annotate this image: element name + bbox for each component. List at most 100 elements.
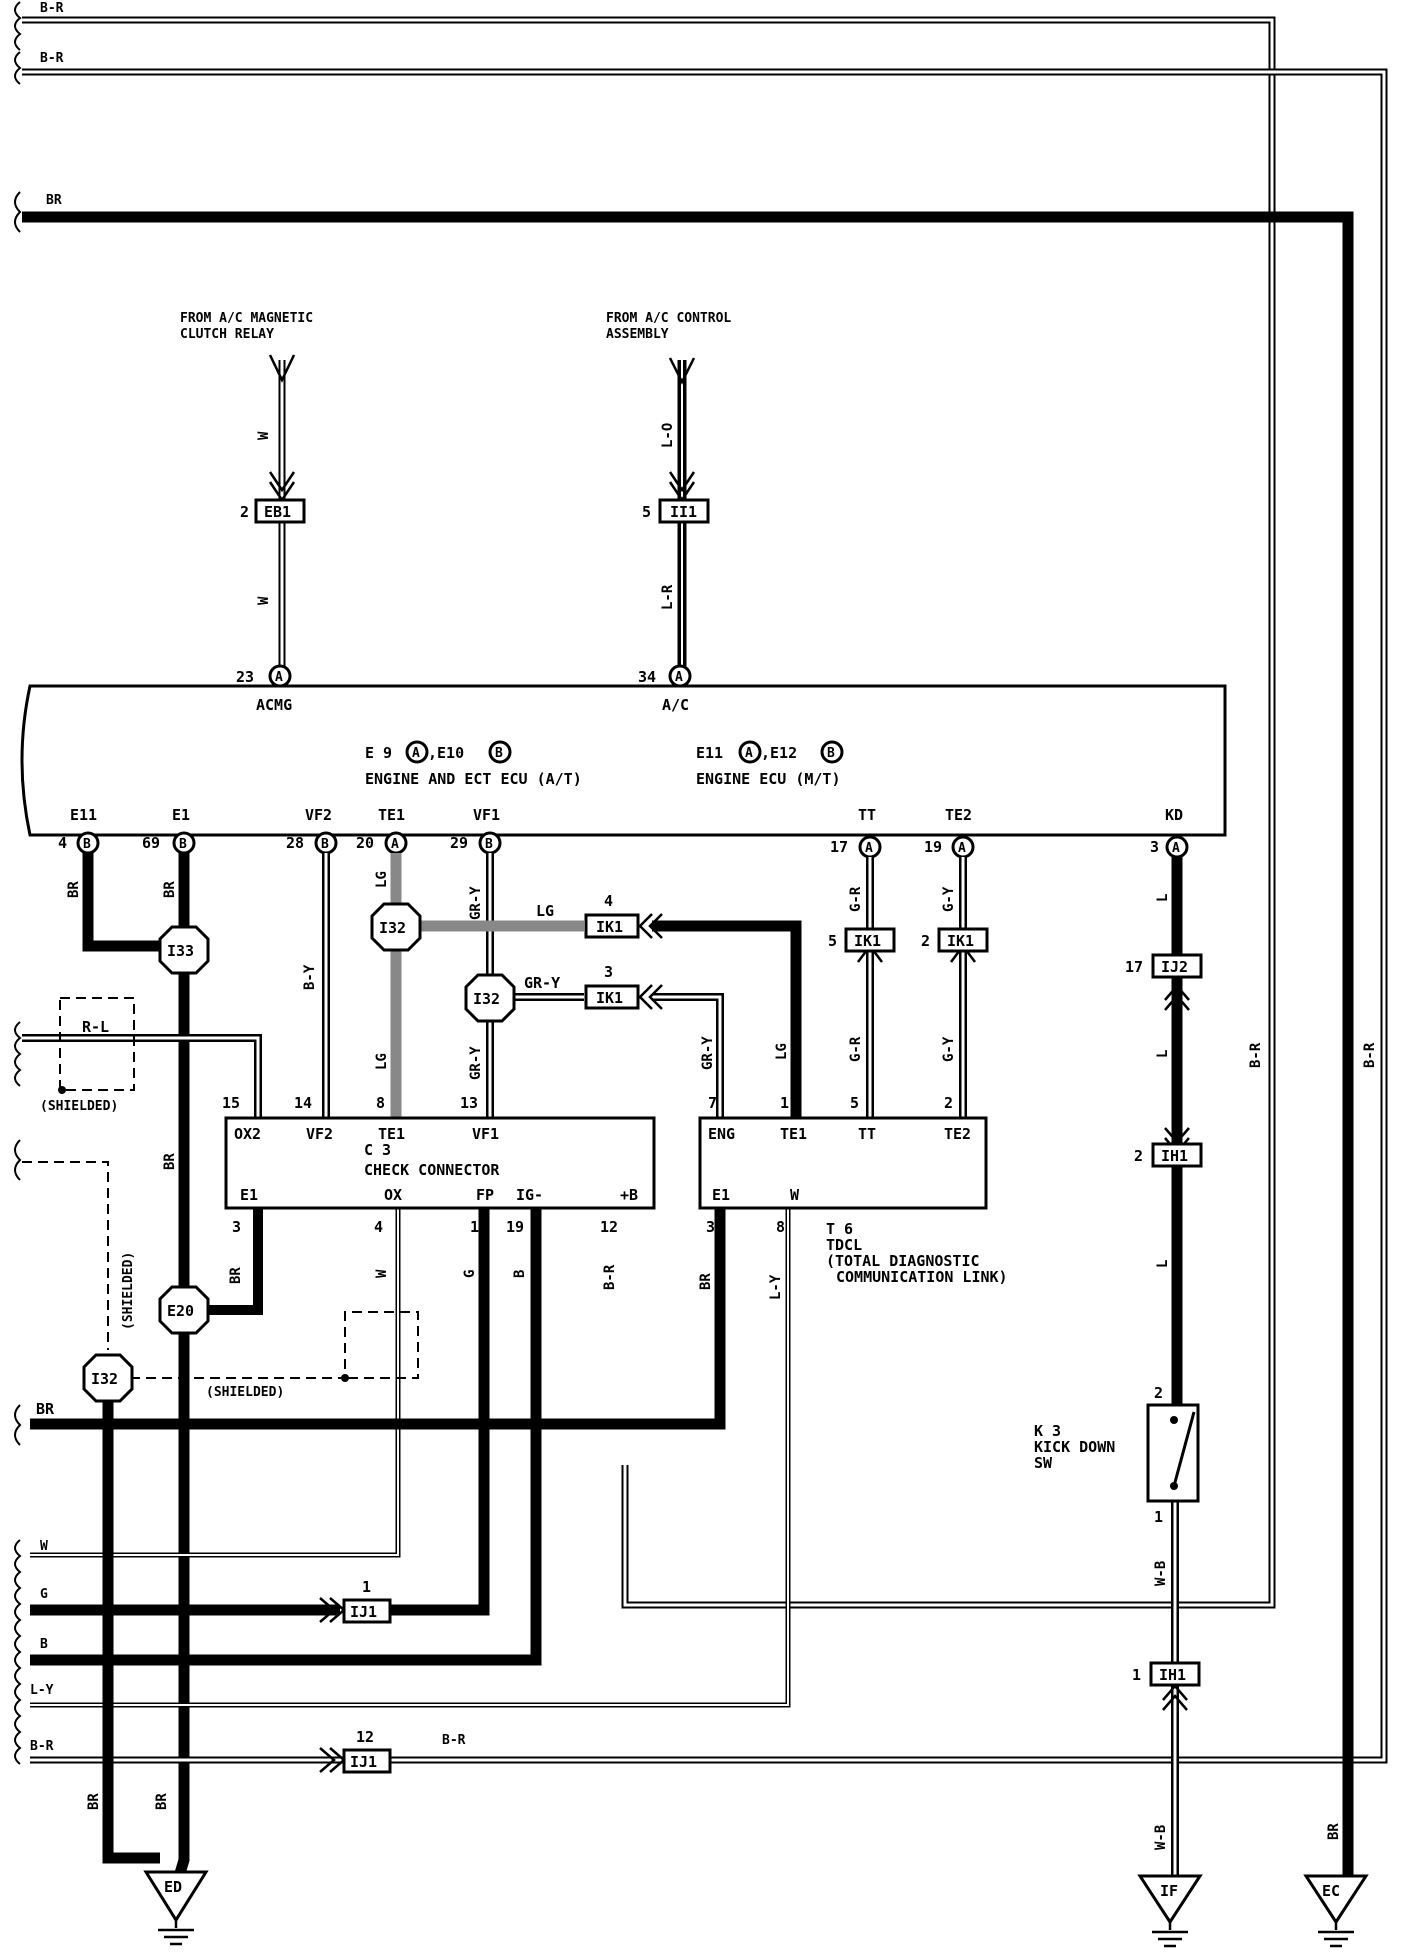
svg-text:LG: LG bbox=[374, 1053, 390, 1070]
svg-text:KD: KD bbox=[1165, 806, 1183, 824]
svg-text:IK1: IK1 bbox=[947, 932, 974, 950]
svg-text:I32: I32 bbox=[379, 919, 406, 937]
check-connector-c3 bbox=[224, 1116, 656, 1210]
svg-text:8: 8 bbox=[776, 1218, 785, 1236]
svg-text:IJ1: IJ1 bbox=[350, 1753, 377, 1771]
svg-text:BR: BR bbox=[162, 1153, 178, 1170]
svg-text:20: 20 bbox=[356, 834, 374, 852]
svg-text:LG: LG bbox=[374, 871, 390, 888]
svg-text:L: L bbox=[1155, 1260, 1171, 1268]
wire-label: BR bbox=[46, 193, 62, 208]
junctions: I33 I32 I32 E20 I32 bbox=[82, 902, 516, 1403]
wire-label: B-R bbox=[40, 1, 64, 16]
svg-text:A: A bbox=[958, 841, 966, 856]
svg-text:7: 7 bbox=[708, 1094, 717, 1112]
svg-text:8: 8 bbox=[376, 1094, 385, 1112]
svg-text:VF1: VF1 bbox=[473, 806, 500, 824]
source-label: CLUTCH RELAY bbox=[180, 327, 274, 342]
svg-text:VF2: VF2 bbox=[305, 806, 332, 824]
svg-text:B: B bbox=[495, 746, 503, 761]
svg-text:TE1: TE1 bbox=[780, 1125, 807, 1143]
svg-text:IG-: IG- bbox=[516, 1186, 543, 1204]
svg-text:B: B bbox=[512, 1270, 528, 1278]
svg-text:19: 19 bbox=[506, 1218, 524, 1236]
svg-text:3: 3 bbox=[604, 963, 613, 981]
ecu-bottom-pins: 4 B 69 B 28 B 20 A 29 B 17 A 19 A 3 A bbox=[58, 831, 1189, 859]
shield-lines bbox=[22, 997, 419, 1379]
svg-text:A/C: A/C bbox=[662, 696, 689, 714]
svg-text:OX2: OX2 bbox=[234, 1125, 261, 1143]
svg-text:LG: LG bbox=[774, 1043, 790, 1060]
source-label: ASSEMBLY bbox=[606, 327, 669, 342]
svg-text:5: 5 bbox=[642, 503, 651, 521]
svg-text:12: 12 bbox=[600, 1218, 618, 1236]
svg-text:G: G bbox=[462, 1270, 478, 1278]
svg-text:1: 1 bbox=[780, 1094, 789, 1112]
svg-text:A: A bbox=[412, 746, 420, 761]
svg-text:4: 4 bbox=[58, 834, 67, 852]
svg-text:TT: TT bbox=[858, 1125, 876, 1143]
svg-text:3: 3 bbox=[232, 1218, 241, 1236]
svg-text:1: 1 bbox=[1154, 1508, 1163, 1526]
svg-text:L-Y: L-Y bbox=[768, 1274, 784, 1300]
ecu-name-at: ENGINE AND ECT ECU (A/T) bbox=[365, 770, 582, 788]
svg-text:ACMG: ACMG bbox=[256, 696, 292, 714]
svg-text:KICK DOWN: KICK DOWN bbox=[1034, 1438, 1115, 1456]
svg-text:ENG: ENG bbox=[708, 1125, 735, 1143]
svg-text:TE1: TE1 bbox=[378, 806, 405, 824]
svg-text:5: 5 bbox=[828, 932, 837, 950]
svg-text:B: B bbox=[179, 837, 187, 852]
svg-text:2: 2 bbox=[1134, 1147, 1143, 1165]
svg-text:II1: II1 bbox=[670, 503, 697, 521]
svg-text:GR-Y: GR-Y bbox=[524, 974, 560, 992]
svg-text:IH1: IH1 bbox=[1159, 1666, 1186, 1684]
svg-text:,E10: ,E10 bbox=[428, 744, 464, 762]
svg-text:G-R: G-R bbox=[848, 886, 864, 912]
svg-text:E 9: E 9 bbox=[365, 744, 392, 762]
svg-text:VF2: VF2 bbox=[306, 1125, 333, 1143]
svg-text:E1: E1 bbox=[240, 1186, 258, 1204]
svg-text:G-Y: G-Y bbox=[941, 1036, 957, 1062]
svg-text:A: A bbox=[865, 841, 873, 856]
svg-text:2: 2 bbox=[1154, 1384, 1163, 1402]
svg-text:B-R: B-R bbox=[602, 1264, 618, 1290]
svg-text:1: 1 bbox=[470, 1218, 479, 1236]
wire-label: W bbox=[256, 431, 272, 440]
svg-text:VF1: VF1 bbox=[472, 1125, 499, 1143]
ground-if: IF bbox=[1137, 1874, 1203, 1948]
ecu-box bbox=[20, 684, 1227, 837]
svg-text:FP: FP bbox=[476, 1186, 494, 1204]
svg-text:TE1: TE1 bbox=[378, 1125, 405, 1143]
svg-text:B: B bbox=[40, 1637, 48, 1652]
svg-text:W: W bbox=[40, 1539, 48, 1554]
wire-label: L-R bbox=[660, 584, 676, 610]
main-wires bbox=[22, 853, 1183, 1902]
svg-text:4: 4 bbox=[374, 1218, 383, 1236]
svg-text:1: 1 bbox=[362, 1578, 371, 1596]
svg-text:IJ2: IJ2 bbox=[1161, 958, 1188, 976]
svg-text:TE2: TE2 bbox=[945, 806, 972, 824]
svg-text:15: 15 bbox=[222, 1094, 240, 1112]
svg-text:17: 17 bbox=[1125, 958, 1143, 976]
svg-text:+B: +B bbox=[620, 1186, 638, 1204]
svg-text:I32: I32 bbox=[473, 990, 500, 1008]
svg-text:23: 23 bbox=[236, 668, 254, 686]
svg-text:B: B bbox=[83, 837, 91, 852]
tdcl-t6 bbox=[698, 1116, 988, 1210]
svg-text:OX: OX bbox=[384, 1186, 402, 1204]
svg-text:IJ1: IJ1 bbox=[350, 1603, 377, 1621]
svg-text:BR: BR bbox=[162, 881, 178, 898]
svg-text:BR: BR bbox=[228, 1267, 244, 1284]
svg-text:B-R: B-R bbox=[30, 1739, 54, 1754]
svg-text:IF: IF bbox=[1160, 1882, 1178, 1900]
svg-text:,E12: ,E12 bbox=[761, 744, 797, 762]
svg-text:B-R: B-R bbox=[442, 1733, 466, 1748]
svg-text:G-R: G-R bbox=[848, 1036, 864, 1062]
svg-text:B: B bbox=[321, 837, 329, 852]
svg-text:BR: BR bbox=[86, 1793, 102, 1810]
svg-text:13: 13 bbox=[460, 1094, 478, 1112]
svg-text:A: A bbox=[745, 746, 753, 761]
svg-text:L: L bbox=[1155, 1050, 1171, 1058]
svg-text:(SHIELDED): (SHIELDED) bbox=[121, 1252, 136, 1330]
svg-text:34: 34 bbox=[638, 668, 656, 686]
